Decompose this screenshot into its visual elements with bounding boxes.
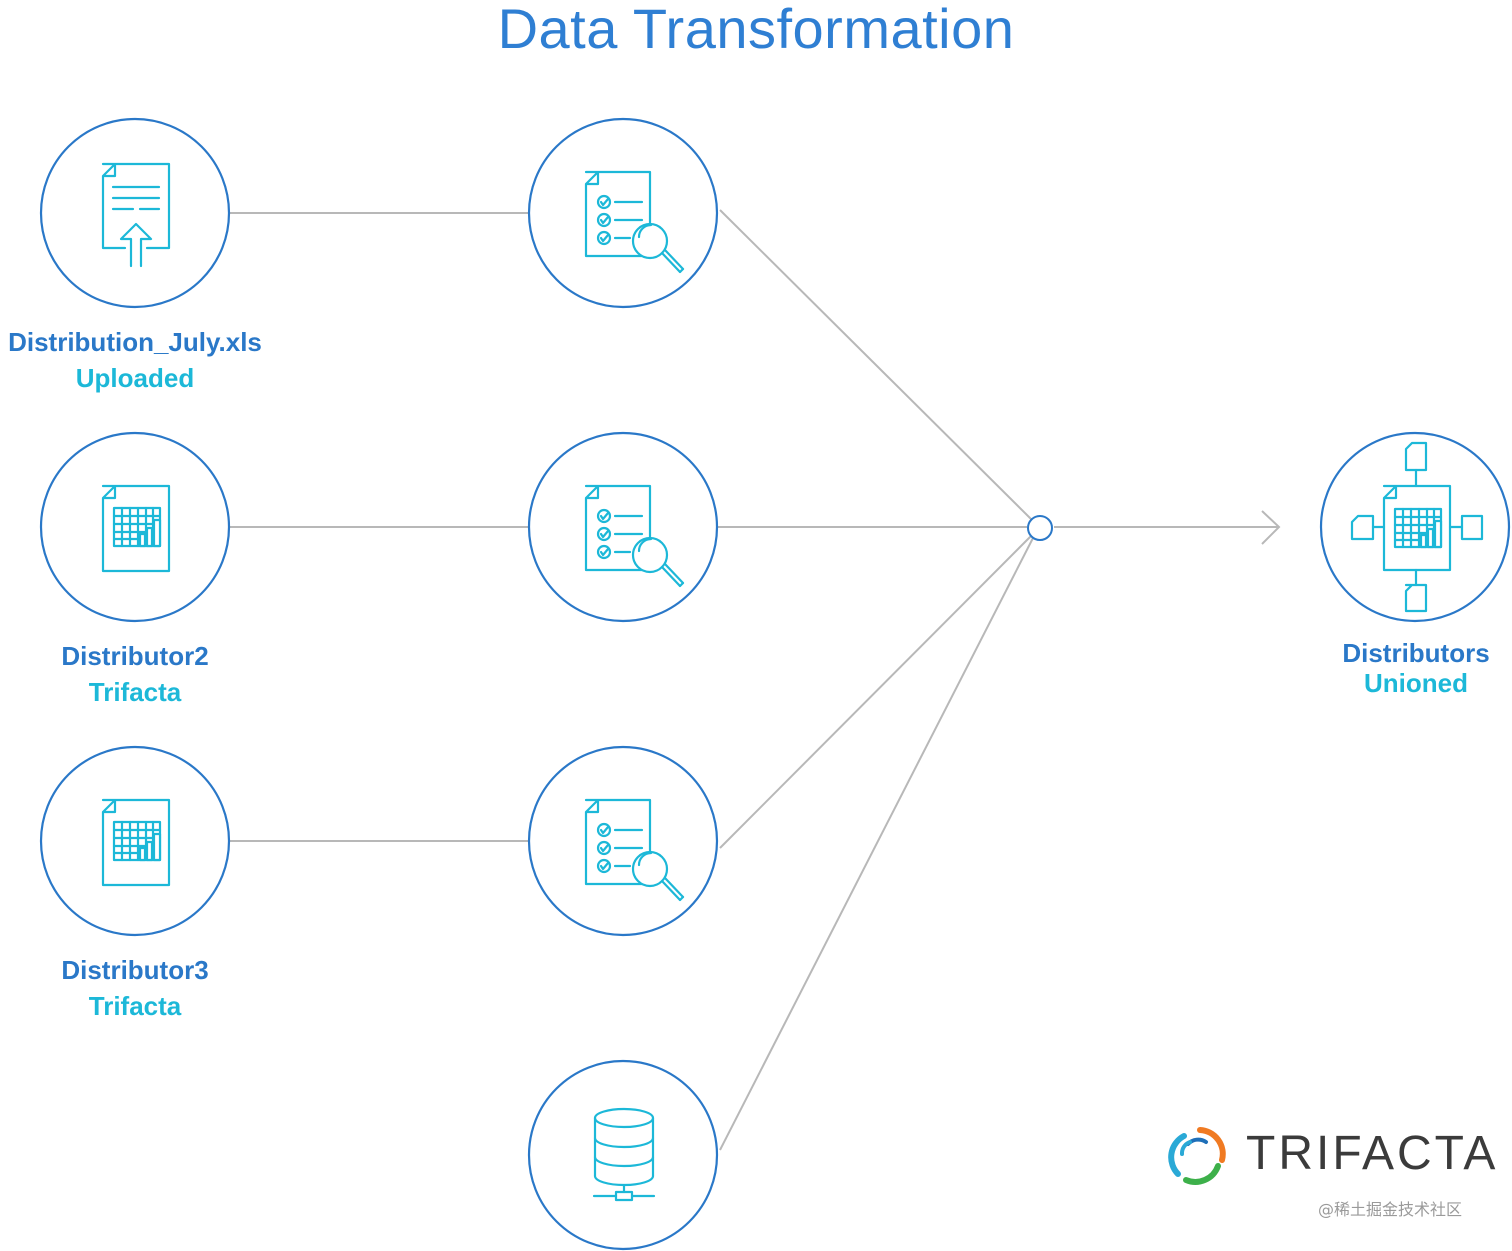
source3-label: Distributor3 Trifacta <box>0 952 270 1024</box>
database-node[interactable] <box>527 1059 719 1251</box>
recipe2-node[interactable] <box>527 431 719 623</box>
recipe3-node[interactable] <box>527 745 719 937</box>
source2-name: Distributor2 <box>61 641 209 671</box>
source1-sub: Uploaded <box>75 363 195 393</box>
diagram-title: Data Transformation <box>497 0 1015 60</box>
trifacta-logo-icon <box>1168 1127 1226 1185</box>
source3-node[interactable] <box>39 745 231 937</box>
trifacta-logo-text: TRIFACTA <box>1246 1127 1499 1180</box>
output-node[interactable] <box>1319 431 1511 623</box>
connector-recipe3-join <box>719 535 1032 849</box>
output-label: Distributors Unioned <box>1316 638 1512 698</box>
source1-name: Distribution_July.xls <box>8 327 262 357</box>
connector-database-join <box>719 537 1034 1151</box>
upload-document-icon <box>101 162 171 268</box>
connector-lines <box>230 209 1281 1151</box>
source1-label: Distribution_July.xls Uploaded <box>0 324 270 396</box>
source2-node[interactable] <box>39 431 231 623</box>
recipe1-node[interactable] <box>527 117 719 309</box>
unioned-dataset-icon <box>1350 441 1484 613</box>
source2-sub: Trifacta <box>88 677 182 707</box>
connector-recipe1-join <box>719 209 1032 520</box>
source2-label: Distributor2 Trifacta <box>0 638 270 710</box>
output-name: Distributors <box>1342 638 1490 668</box>
source3-sub: Trifacta <box>88 991 182 1021</box>
union-point-icon <box>1027 515 1053 541</box>
arrowhead-icon <box>1261 510 1281 545</box>
database-icon <box>592 1107 656 1202</box>
source1-node[interactable] <box>39 117 231 309</box>
output-sub: Unioned <box>1364 668 1468 698</box>
watermark: @稀土掘金技术社区 <box>1318 1200 1463 1219</box>
source3-name: Distributor3 <box>61 955 209 985</box>
